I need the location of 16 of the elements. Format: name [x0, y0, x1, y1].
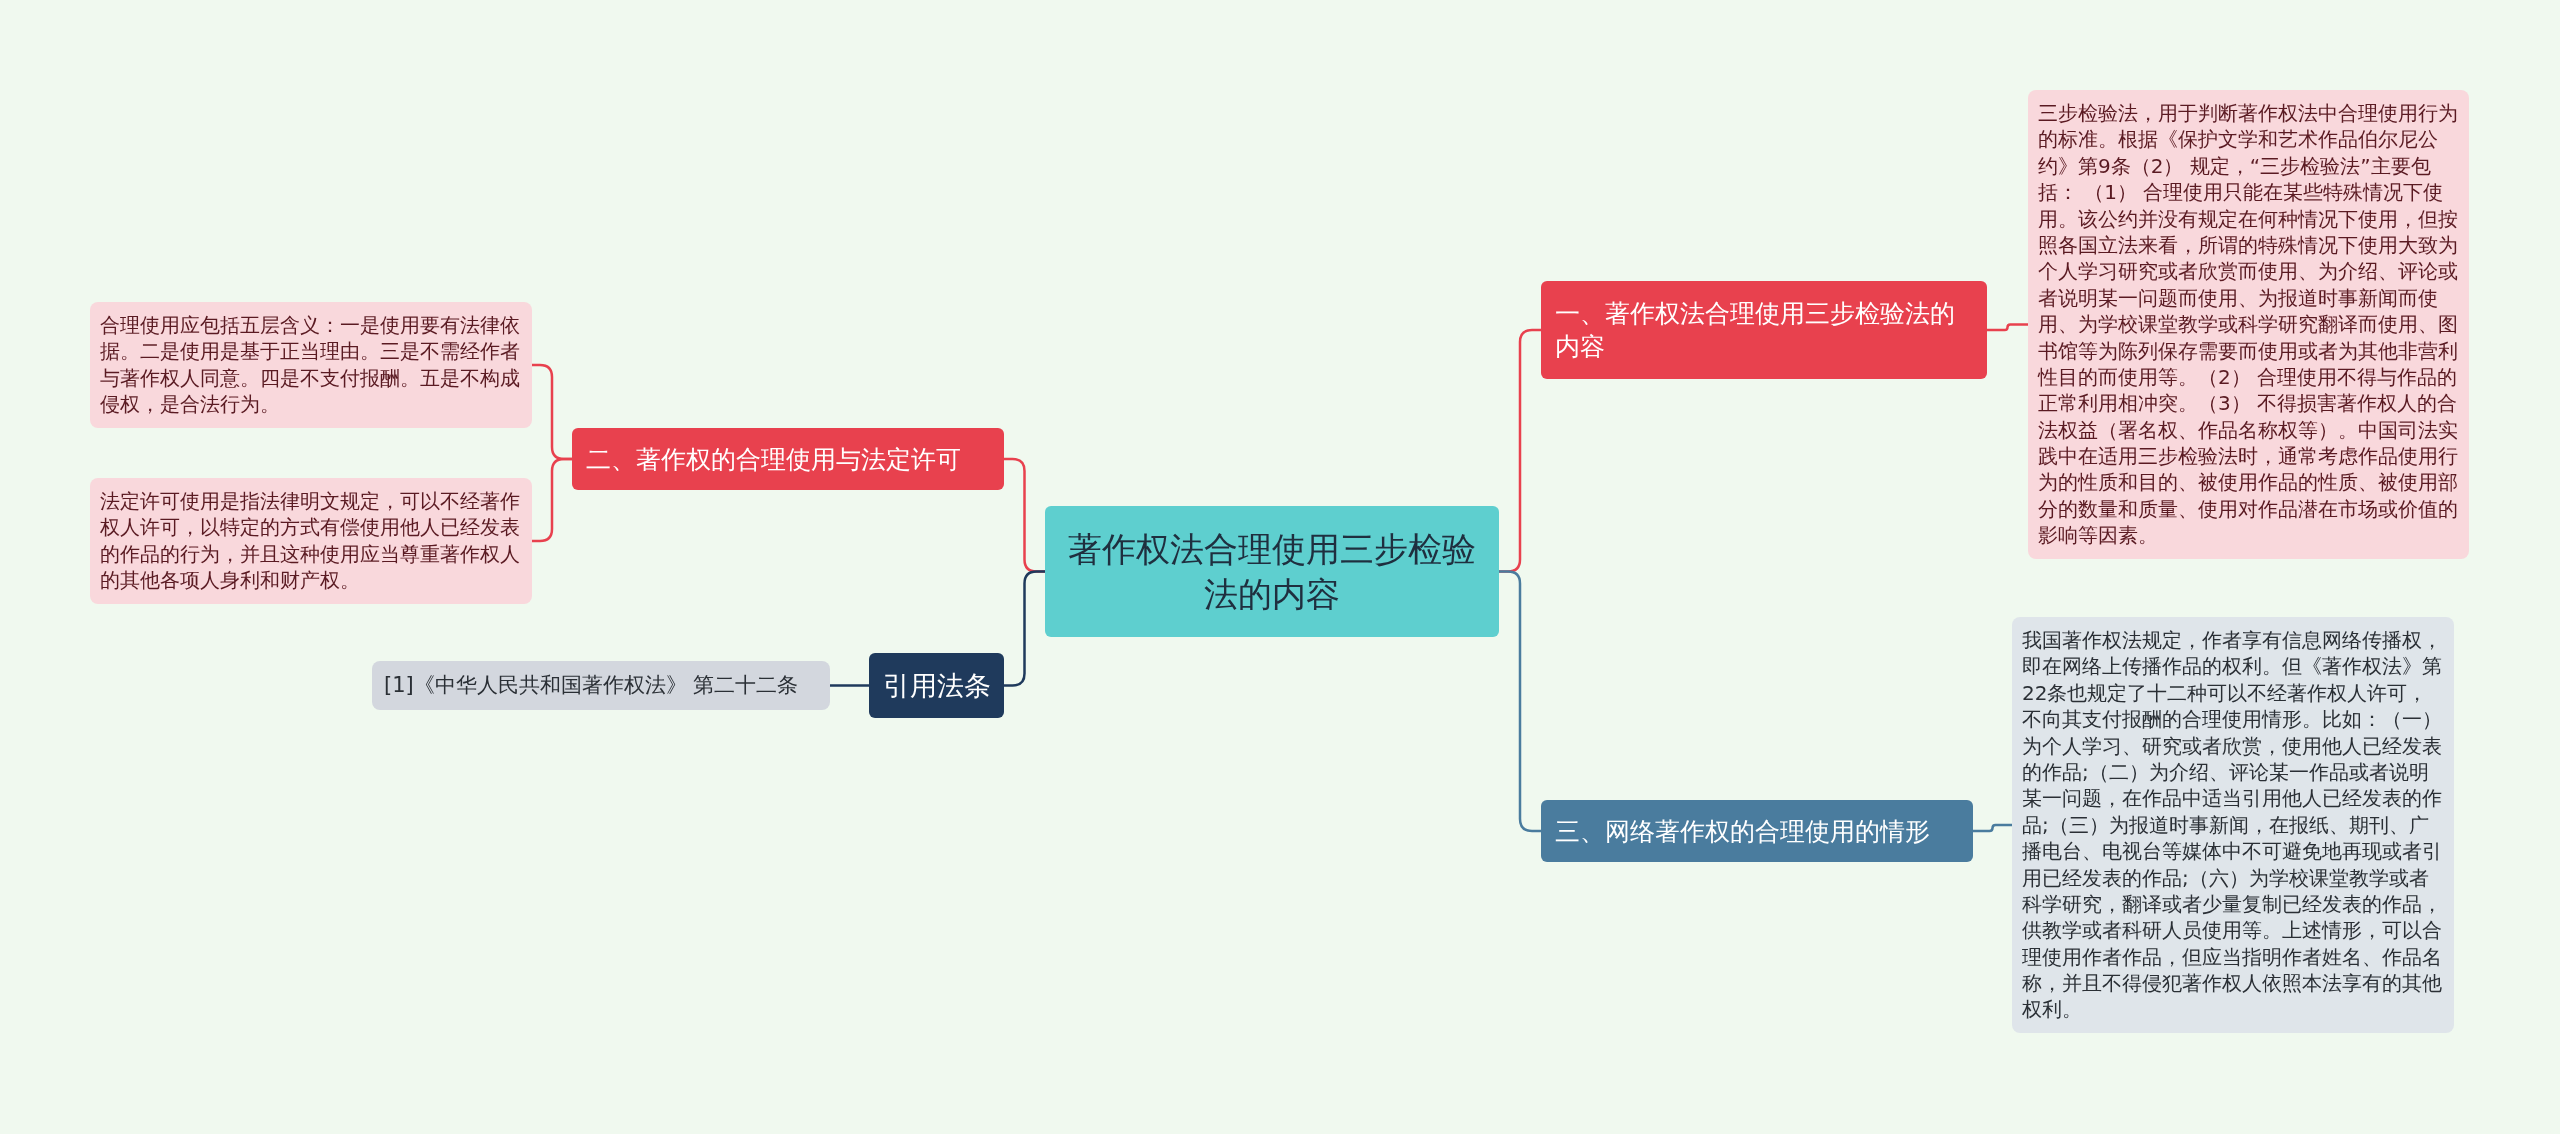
topic-box: 引用法条: [869, 653, 1004, 718]
topic-box: 二、著作权的合理使用与法定许可: [572, 428, 1004, 490]
central-topic: 著作权法合理使用三步检验法的内容: [1045, 506, 1499, 637]
topic-box: 三、网络著作权的合理使用的情形: [1541, 800, 1973, 862]
note-box: 法定许可使用是指法律明文规定，可以不经著作权人许可，以特定的方式有偿使用他人已经发表的作品的行为，并且这种使用应当尊重著作权人的其他各项人身利和财产权。: [90, 478, 532, 604]
connector-line: [1004, 570, 1045, 687]
connector-line: [1499, 570, 1541, 833]
connector-line: [1987, 323, 2028, 332]
connector-line: [532, 457, 572, 543]
connector-line: [830, 684, 869, 687]
topic-box: 一、著作权法合理使用三步检验法的内容: [1541, 281, 1987, 379]
note-box: 合理使用应包括五层含义：一是使用要有法律依据。二是使用是基于正当理由。三是不需经作者与著作权人同意。四是不支付报酬。五是不构成侵权，是合法行为。: [90, 302, 532, 428]
note-box: 三步检验法，用于判断著作权法中合理使用行为的标准。根据《保护文学和艺术作品伯尔尼公约》第9条（2） 规定，“三步检验法”主要包括： （1） 合理使用只能在某些特殊情况下使用。该公约并没有规定在何种情况下使用，但按照各国立法来看，所谓的特殊情况下使用大致为个人学习研究或者欣赏而使用、为介绍、评论或者说明某一问题而使用、为报道时事新闻而使用、为学校课堂教学或科学研究翻译而使用、图书馆等为陈列保存需要而使用或者为其他非营利性目的而使用等。（2） 合理使用不得与作品的正常利用相冲突。（3） 不得损害著作权人的合法权益（署名权、作品名称权等）。中国司法实践中在适用三步检验法时，通常考虑作品使用行为的性质和目的、被使用作品的性质、被使用部分的数量和质量、使用对作品潜在市场或价值的影响等因素。: [2028, 90, 2469, 559]
note-box: [1]《中华人民共和国著作权法》 第二十二条: [372, 661, 830, 710]
connector-line: [1973, 823, 2012, 833]
note-box: 我国著作权法规定，作者享有信息网络传播权，即在网络上传播作品的权利。但《著作权法》第22条也规定了十二种可以不经著作权人许可，不向其支付报酬的合理使用情形。比如：（一）为个人学习、研究或者欣赏，使用他人已经发表的作品;（二）为介绍、评论某一作品或者说明某一问题，在作品中适当引用他人已经发表的作品;（三）为报道时事新闻，在报纸、期刊、广播电台、电视台等媒体中不可避免地再现或者引用已经发表的作品;（六）为学校课堂教学或者科学研究，翻译或者少量复制已经发表的作品，供教学或者科研人员使用等。上述情形，可以合理使用作者作品，但应当指明作者姓名、作品名称，并且不得侵犯著作权人依照本法享有的其他权利。: [2012, 617, 2454, 1033]
